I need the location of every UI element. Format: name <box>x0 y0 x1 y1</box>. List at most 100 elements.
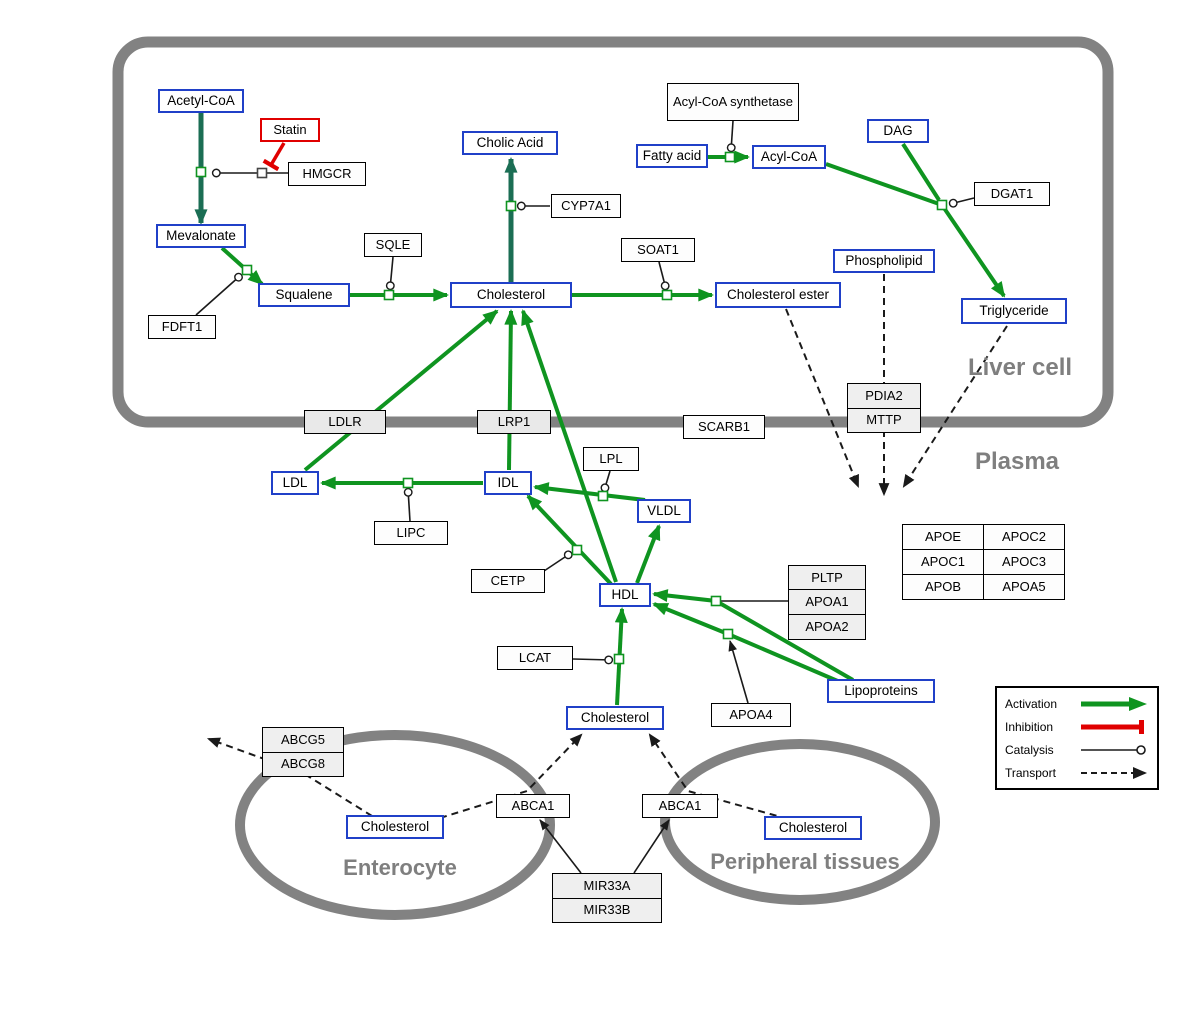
liver-cell-membrane <box>112 36 1114 428</box>
node-idl[interactable]: IDL <box>484 471 532 495</box>
legend-catalysis-label: Catalysis <box>1005 742 1054 757</box>
node-cetp[interactable]: CETP <box>471 569 545 593</box>
node-label: HMGCR <box>302 166 352 182</box>
edge-ldl-to-liver-cholesterol <box>303 309 499 472</box>
node-abcg8[interactable]: ABCG8 <box>263 751 343 776</box>
node-lcat[interactable]: LCAT <box>497 646 573 670</box>
node-abca1-enterocyte[interactable]: ABCA1 <box>496 794 570 818</box>
node-statin[interactable]: Statin <box>260 118 320 142</box>
node-acyl-coa[interactable]: Acyl-CoA <box>752 145 826 169</box>
node-label: LDLR <box>328 414 362 430</box>
node-label: IDL <box>497 474 519 490</box>
node-apoa2[interactable]: APOA2 <box>789 613 865 639</box>
node-label: Mevalonate <box>166 227 236 243</box>
edge-enterocyte-cholesterol-efflux-abcg <box>206 737 373 817</box>
edge-anchor <box>256 167 268 179</box>
node-soat1[interactable]: SOAT1 <box>621 238 695 262</box>
node-dag[interactable]: DAG <box>867 119 929 143</box>
node-cyp7a1[interactable]: CYP7A1 <box>551 194 621 218</box>
node-label: Lipoproteins <box>844 682 918 698</box>
node-cholesterol-peripheral[interactable]: Cholesterol <box>764 816 862 840</box>
activation-arrow-icon <box>1081 696 1147 711</box>
edge-anchor <box>597 490 609 502</box>
node-apoa1[interactable]: APOA1 <box>789 589 865 614</box>
legend-inhibition-label: Inhibition <box>1005 719 1054 734</box>
edge-sqle-catalysis <box>385 256 395 291</box>
node-lrp1[interactable]: LRP1 <box>477 410 551 434</box>
node-cholesterol-plasma[interactable]: Cholesterol <box>566 706 664 730</box>
node-squalene[interactable]: Squalene <box>258 283 350 307</box>
edge-anchor <box>724 151 736 163</box>
node-label: CYP7A1 <box>561 198 611 214</box>
node-hmgcr[interactable]: HMGCR <box>288 162 366 186</box>
peripheral-label: Peripheral tissues <box>710 849 900 874</box>
node-label: LDL <box>282 474 308 490</box>
edge-mir33-to-abca1-peripheral <box>633 819 670 874</box>
edge-peripheral-cholesterol-to-plasma <box>648 733 789 820</box>
node-ldlr[interactable]: LDLR <box>304 410 386 434</box>
node-phospholipid[interactable]: Phospholipid <box>833 249 935 273</box>
edge-anchor <box>505 200 517 212</box>
node-label: Triglyceride <box>979 302 1049 318</box>
edge-cholesterol-ester-secretion <box>785 308 859 489</box>
node-dgat1[interactable]: DGAT1 <box>974 182 1050 206</box>
legend-item-inhibition: Inhibition <box>1005 716 1149 738</box>
node-apoc3[interactable]: APOC3 <box>983 548 1065 575</box>
edge-anchor <box>613 653 625 665</box>
node-sqle[interactable]: SQLE <box>364 233 422 257</box>
node-fatty-acid[interactable]: Fatty acid <box>636 144 708 168</box>
node-cholesterol-liver[interactable]: Cholesterol <box>450 282 572 308</box>
edge-anchor <box>936 199 948 211</box>
node-label: LRP1 <box>497 414 531 430</box>
node-acetyl-coa[interactable]: Acetyl-CoA <box>158 89 244 113</box>
node-label: SCARB1 <box>697 419 751 435</box>
node-label: Acyl-CoA synthetase <box>673 94 793 110</box>
node-label: Statin <box>273 122 307 138</box>
node-lpl[interactable]: LPL <box>583 447 639 471</box>
node-abca1-peripheral[interactable]: ABCA1 <box>642 794 718 818</box>
node-scarb1[interactable]: SCARB1 <box>683 415 765 439</box>
node-lipoproteins[interactable]: Lipoproteins <box>827 679 935 703</box>
node-pdia2[interactable]: PDIA2 <box>848 384 920 408</box>
node-label: DAG <box>883 122 913 138</box>
node-mir33a[interactable]: MIR33A <box>553 874 661 898</box>
node-hdl[interactable]: HDL <box>599 583 651 607</box>
node-apob[interactable]: APOB <box>902 573 984 600</box>
node-pltp[interactable]: PLTP <box>789 565 865 590</box>
edge-apoa4-to-hdl-edge <box>728 639 749 704</box>
node-cholesterol-ester[interactable]: Cholesterol ester <box>715 282 841 308</box>
node-mttp[interactable]: MTTP <box>848 407 920 432</box>
node-triglyceride[interactable]: Triglyceride <box>961 298 1067 324</box>
enterocyte-label: Enterocyte <box>343 855 457 880</box>
node-apoa5[interactable]: APOA5 <box>983 573 1065 600</box>
node-label: ABCA1 <box>511 798 555 814</box>
inhibition-tbar-icon <box>1081 719 1144 734</box>
node-lipc[interactable]: LIPC <box>374 521 448 545</box>
node-vldl[interactable]: VLDL <box>637 499 691 523</box>
node-cholic-acid[interactable]: Cholic Acid <box>462 131 558 155</box>
transport-dashed-arrow-icon <box>1081 766 1147 779</box>
node-label: LCAT <box>518 650 552 666</box>
node-abcg5[interactable]: ABCG5 <box>263 728 343 752</box>
node-mir33b[interactable]: MIR33B <box>553 897 661 922</box>
edge-hdl-to-liver-cholesterol <box>521 309 618 583</box>
node-label: Cholesterol <box>580 709 650 725</box>
node-acyl-coa-synthetase[interactable]: Acyl-CoA synthetase <box>667 83 799 121</box>
edge-dag-to-dgat1-anchor <box>901 142 941 202</box>
node-label: FDFT1 <box>161 319 203 335</box>
edge-cetp-catalysis <box>540 550 573 574</box>
node-apoc1[interactable]: APOC1 <box>902 548 984 575</box>
node-mevalonate[interactable]: Mevalonate <box>156 224 246 248</box>
node-apoe[interactable]: APOE <box>902 523 984 550</box>
edge-statin-inhibits-hmgcr <box>262 142 286 172</box>
node-ldl[interactable]: LDL <box>271 471 319 495</box>
node-apoa4[interactable]: APOA4 <box>711 703 791 727</box>
node-fdft1[interactable]: FDFT1 <box>148 315 216 339</box>
legend-transport-label: Transport <box>1005 765 1056 780</box>
edge-hdl-to-vldl <box>635 524 661 584</box>
node-label: Phospholipid <box>845 252 923 268</box>
node-apoc2[interactable]: APOC2 <box>983 523 1065 550</box>
edge-anchor <box>241 264 253 276</box>
node-cholesterol-enterocyte[interactable]: Cholesterol <box>346 815 444 839</box>
